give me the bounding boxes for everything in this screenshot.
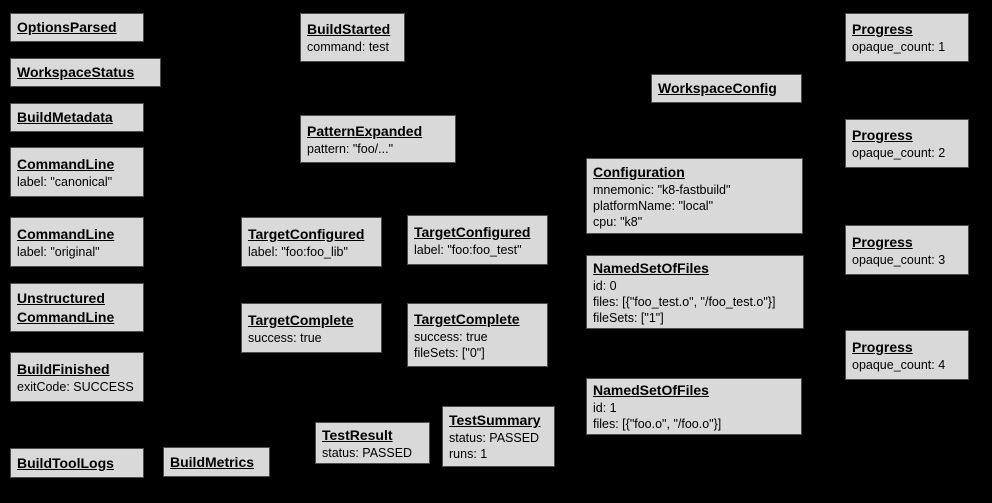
event-node-fields: label: "canonical"	[17, 174, 137, 190]
event-node-title: Configuration	[593, 163, 685, 180]
event-node-field: label: "original"	[17, 244, 100, 259]
event-node-title: NamedSetOfFiles	[593, 259, 709, 276]
event-node-field: opaque_count: 2	[852, 146, 946, 160]
event-node-title: BuildMetadata	[17, 109, 113, 125]
node-build-metadata: BuildMetadata	[10, 103, 144, 132]
event-node-fields: exitCode: SUCCESS	[17, 379, 137, 395]
node-target-configured-foo-test: TargetConfigured label: "foo:foo_test"	[407, 215, 548, 265]
event-node-fields: id: 1 files: [{"foo.o", "/foo.o"}]	[593, 400, 795, 432]
event-node-title: TargetConfigured	[414, 223, 531, 240]
node-workspace-config: WorkspaceConfig	[651, 74, 802, 103]
event-node-field: label: "foo:foo_test"	[414, 242, 522, 257]
event-node-title: BuildStarted	[307, 21, 391, 37]
event-node-field: id: 1	[593, 401, 617, 415]
event-node-field: opaque_count: 3	[852, 252, 946, 267]
node-target-configured-foo-lib: TargetConfigured label: "foo:foo_lib"	[241, 217, 382, 267]
event-node-title: Unstructured CommandLine	[17, 289, 115, 325]
event-node-fields: mnemonic: "k8-fastbuild"platformName: "l…	[593, 182, 796, 230]
event-node-title: Progress	[852, 233, 913, 250]
event-node-title: PatternExpanded	[307, 122, 423, 139]
node-configuration: Configuration mnemonic: "k8-fastbuild"pl…	[586, 158, 803, 234]
event-node-title: BuildFinished	[17, 360, 110, 377]
event-node-title: CommandLine	[17, 155, 115, 172]
node-unstructured-command-line: Unstructured CommandLine	[10, 283, 144, 332]
event-node-fields: status: PASSED runs: 1	[449, 430, 548, 462]
node-test-summary: TestSummary status: PASSED runs: 1	[442, 406, 555, 467]
event-node-fields: opaque_count: 4	[852, 357, 962, 373]
event-node-field: success: true	[248, 330, 322, 345]
node-target-complete-foo-lib: TargetComplete success: true	[241, 303, 382, 353]
node-workspace-status: WorkspaceStatus	[10, 58, 161, 87]
event-node-title: OptionsParsed	[17, 19, 117, 35]
node-progress-2: Progress opaque_count: 2	[845, 119, 969, 168]
event-node-field: status: PASSED	[322, 445, 413, 460]
event-node-field: command: test	[307, 40, 389, 54]
node-build-finished: BuildFinished exitCode: SUCCESS	[10, 352, 144, 402]
node-progress-4: Progress opaque_count: 4	[845, 330, 969, 380]
event-node-title: BuildMetrics	[170, 453, 255, 470]
event-node-title: TargetConfigured	[248, 225, 365, 242]
node-progress-3: Progress opaque_count: 3	[845, 225, 969, 275]
event-node-title: TestSummary	[449, 412, 541, 428]
event-node-fields: opaque_count: 1	[852, 39, 962, 55]
event-node-field: opaque_count: 4	[852, 357, 946, 372]
node-command-line-original: CommandLine label: "original"	[10, 217, 144, 267]
event-node-field: exitCode: SUCCESS	[17, 379, 134, 394]
event-node-field: mnemonic: "k8-fastbuild"	[593, 182, 731, 197]
event-node-field: opaque_count: 1	[852, 40, 946, 54]
node-named-set-of-files-1: NamedSetOfFiles id: 1 files: [{"foo.o", "…	[586, 378, 802, 435]
event-node-field: fileSets: ["0"]	[414, 345, 485, 360]
event-node-title: TargetComplete	[414, 310, 520, 327]
node-build-metrics: BuildMetrics	[163, 447, 270, 477]
event-node-title: TestResult	[322, 426, 393, 443]
event-node-fields: status: PASSED	[322, 445, 423, 461]
event-node-field: label: "canonical"	[17, 174, 113, 189]
event-node-field: id: 0	[593, 278, 617, 293]
event-node-field: files: [{"foo_test.o", "/foo_test.o"}]	[593, 294, 776, 309]
event-node-field: cpu: "k8"	[593, 214, 643, 229]
event-node-fields: label: "original"	[17, 244, 137, 260]
event-node-title: Progress	[852, 338, 913, 355]
node-progress-1: Progress opaque_count: 1	[845, 13, 969, 62]
node-build-started: BuildStarted command: test	[300, 13, 405, 62]
node-options-parsed: OptionsParsed	[10, 13, 144, 42]
event-node-fields: label: "foo:foo_test"	[414, 242, 541, 258]
event-node-title: BuildToolLogs	[17, 454, 114, 471]
node-command-line-canonical: CommandLine label: "canonical"	[10, 147, 144, 197]
event-node-title: NamedSetOfFiles	[593, 382, 709, 398]
event-node-title: WorkspaceStatus	[17, 64, 135, 80]
event-node-field: runs: 1	[449, 447, 488, 461]
node-build-tool-logs: BuildToolLogs	[10, 448, 144, 478]
event-node-fields: success: true	[248, 330, 375, 346]
event-node-field: platformName: "local"	[593, 198, 714, 213]
event-node-fields: pattern: "foo/..."	[307, 141, 449, 157]
event-node-fields: label: "foo:foo_lib"	[248, 244, 375, 260]
event-node-fields: opaque_count: 3	[852, 252, 962, 268]
event-node-title: WorkspaceConfig	[658, 80, 777, 96]
node-pattern-expanded: PatternExpanded pattern: "foo/..."	[300, 115, 456, 163]
event-node-field: fileSets: ["1"]	[593, 310, 664, 325]
event-node-title: Progress	[852, 127, 913, 143]
event-node-title: Progress	[852, 21, 913, 37]
event-node-title: CommandLine	[17, 225, 115, 242]
event-node-field: pattern: "foo/..."	[307, 141, 394, 156]
event-node-field: files: [{"foo.o", "/foo.o"}]	[593, 417, 722, 431]
node-test-result: TestResult status: PASSED	[315, 422, 430, 464]
event-node-field: status: PASSED	[449, 431, 540, 445]
event-node-title: TargetComplete	[248, 311, 354, 328]
event-node-fields: command: test	[307, 39, 398, 55]
event-node-field: label: "foo:foo_lib"	[248, 244, 348, 259]
event-node-field: success: true	[414, 329, 488, 344]
event-node-fields: opaque_count: 2	[852, 145, 962, 161]
